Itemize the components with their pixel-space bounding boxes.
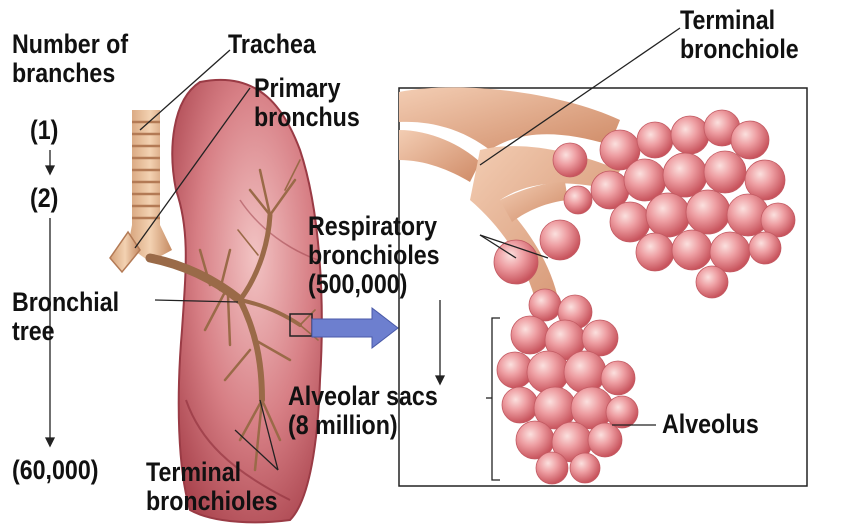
alveolus-label: Alveolus [662, 410, 759, 439]
terminal-bronchiole-label: Terminal bronchiole [680, 6, 799, 64]
zoom-arrow [312, 308, 398, 348]
count-60000-label: (60,000) [12, 456, 98, 485]
alveolar-sacs-label: Alveolar sacs (8 million) [288, 382, 438, 440]
terminal-bronchioles-label: Terminal bronchioles [146, 458, 278, 516]
bronchial-tree-label: Bronchial tree [12, 288, 119, 346]
primary-bronchus-label: Primary bronchus [254, 74, 360, 132]
trachea-label: Trachea [228, 30, 316, 59]
number-of-branches-label: Number of branches [12, 30, 128, 88]
count-1-label: (1) [30, 116, 58, 145]
respiratory-bronchioles-label: Respiratory bronchioles (500,000) [308, 212, 440, 299]
count-2-label: (2) [30, 184, 58, 213]
trachea-illustration [110, 110, 172, 272]
